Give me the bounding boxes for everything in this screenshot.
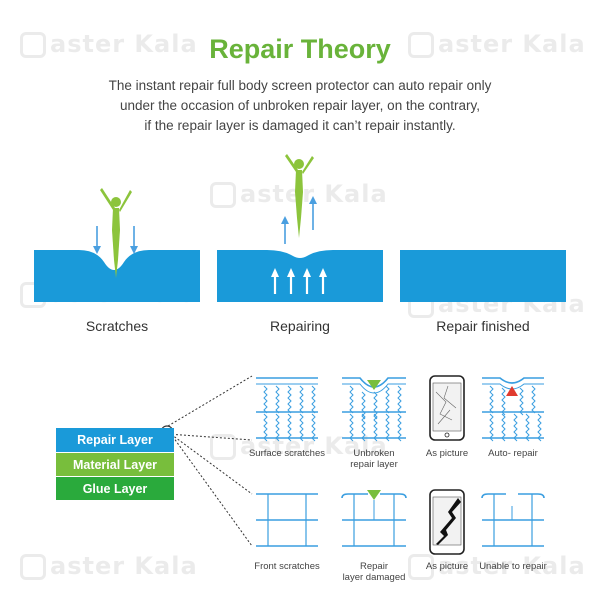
watermark-top-right: aster Kala — [408, 30, 586, 58]
phone-cracked-icon — [429, 489, 465, 555]
panel-repair-layer-damaged — [341, 490, 407, 547]
caption-front-scratches: Front scratches — [254, 561, 320, 572]
stage-label-repairing: Repairing — [270, 318, 330, 334]
panel-front-scratches — [256, 493, 318, 547]
panel-auto-repair — [482, 377, 544, 442]
caption-unable-to-repair: Unable to repair — [479, 561, 547, 572]
description: The instant repair full body screen prot… — [60, 76, 540, 136]
person-jumping-figure — [285, 154, 314, 238]
panel-unbroken-repair-layer — [342, 377, 406, 442]
page-title: Repair Theory — [209, 34, 391, 64]
description-line-1: The instant repair full body screen prot… — [108, 78, 492, 93]
glue-layer: Glue Layer — [56, 476, 174, 500]
watermark-bottom-right: aster Kala — [408, 552, 586, 580]
panel-unable-to-repair — [481, 493, 545, 547]
watermark-top-left: aster Kala — [20, 30, 198, 58]
caption-as-picture-bottom: As picture — [425, 561, 469, 572]
stage-repair-finished — [400, 150, 566, 310]
material-layer: Material Layer — [56, 452, 174, 476]
repairing-illustration — [217, 154, 383, 302]
scratches-illustration — [34, 188, 200, 302]
panel-surface-scratches — [256, 377, 318, 442]
phone-scratched-icon — [429, 375, 465, 441]
caption-surface-scratches: Surface scratches — [248, 448, 326, 459]
stage-scratches — [34, 150, 200, 310]
repair-layer: Repair Layer — [56, 428, 174, 452]
watermark-bottom-left: aster Kala — [20, 552, 198, 580]
repair-finished-illustration — [400, 250, 566, 302]
repair-arrows-icon — [271, 268, 327, 294]
stage-repairing — [217, 150, 383, 310]
caption-auto-repair: Auto- repair — [488, 448, 538, 459]
caption-as-picture-top: As picture — [425, 448, 469, 459]
layer-stack: Repair Layer Material Layer Glue Layer — [56, 428, 174, 500]
person-pressing-figure — [100, 188, 132, 278]
stage-label-repair-finished: Repair finished — [436, 318, 530, 334]
zoom-connector-lines — [167, 375, 253, 547]
description-line-2: under the occasion of unbroken repair la… — [120, 98, 480, 113]
description-line-3: if the repair layer is damaged it can’t … — [144, 118, 456, 133]
stage-label-scratches: Scratches — [85, 318, 149, 334]
